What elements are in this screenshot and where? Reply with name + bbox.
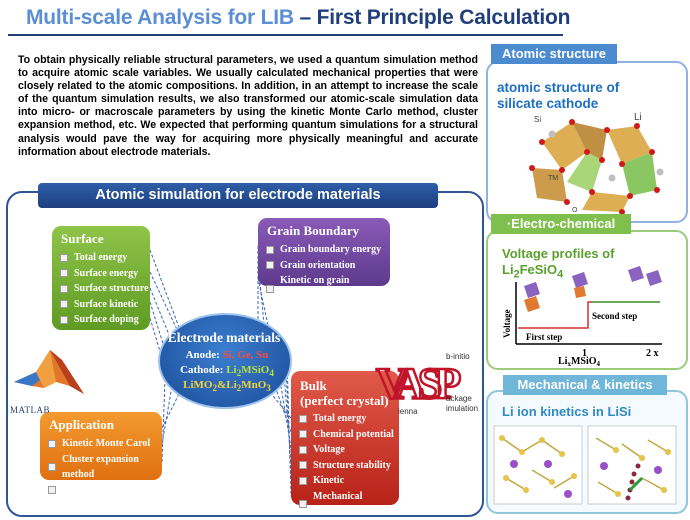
svg-text:Second step: Second step bbox=[592, 311, 637, 321]
bullet-icon bbox=[299, 414, 307, 423]
bulk-item: Chemical potential bbox=[299, 427, 399, 443]
matlab-logo-icon bbox=[14, 350, 84, 394]
cathode-line: Cathode: Li2MSiO4 bbox=[180, 364, 274, 379]
application-item: Transition state theory bbox=[48, 483, 162, 499]
svg-text:First step: First step bbox=[526, 332, 562, 342]
bulk-item: Structure stability bbox=[299, 458, 399, 474]
surface-item: Surface structure bbox=[60, 281, 150, 297]
surface-item: Surface energy bbox=[60, 266, 150, 282]
bullet-icon bbox=[266, 284, 274, 293]
svg-text:LixMSiO4: LixMSiO4 bbox=[558, 356, 601, 366]
vasp-tag-vienna: ienna bbox=[398, 407, 418, 416]
bulk-item: Kinetic bbox=[299, 473, 399, 489]
bulk-item: Total energy bbox=[299, 411, 399, 427]
bullet-icon bbox=[299, 461, 307, 470]
bullet-icon bbox=[60, 284, 68, 293]
title-part1: Multi-scale Analysis for LIB bbox=[26, 6, 294, 29]
svg-text:TM: TM bbox=[548, 175, 558, 182]
svg-text:Voltage: Voltage bbox=[502, 309, 512, 338]
svg-text:O: O bbox=[572, 207, 578, 214]
lisi-kinetics-image bbox=[493, 425, 677, 505]
surface-item: Surface kinetic bbox=[60, 297, 150, 313]
surface-box: Surface Total energy Surface energy Surf… bbox=[52, 226, 150, 330]
page-title: Multi-scale Analysis for LIB – First Pri… bbox=[26, 6, 570, 30]
voltage-profile-plot: Voltage First step Second step 1 2 x Lix… bbox=[502, 266, 662, 366]
electro-chemical-header: ·Electro-chemical bbox=[491, 214, 631, 234]
grain-item: Grain orientation bbox=[266, 258, 390, 274]
vasp-logo-icon: VASP bbox=[375, 358, 468, 408]
limo-line: LiMO2&Li2MnO3 bbox=[183, 379, 271, 394]
mechanical-kinetics-subtitle: Li ion kinetics in LiSi bbox=[502, 404, 632, 419]
bulk-box: Bulk(perfect crystal) Total energy Chemi… bbox=[291, 371, 399, 517]
bullet-icon bbox=[266, 261, 274, 270]
grain-boundary-box: Grain Boundary Grain boundary energy Gra… bbox=[258, 218, 390, 302]
bullet-icon bbox=[299, 500, 307, 508]
svg-text:1: 1 bbox=[582, 348, 587, 359]
anode-line: Anode: Si, Ge, Sn bbox=[185, 349, 269, 361]
bulk-item: Voltage bbox=[299, 442, 399, 458]
bullet-icon bbox=[60, 300, 68, 309]
bullet-icon bbox=[60, 269, 68, 278]
bullet-icon bbox=[299, 430, 307, 439]
bullet-icon bbox=[60, 315, 68, 324]
bulk-title: Bulk(perfect crystal) bbox=[300, 378, 389, 408]
surface-item: Surface doping bbox=[60, 312, 150, 328]
bullet-icon bbox=[48, 439, 56, 448]
bullet-icon bbox=[266, 245, 274, 254]
bullet-icon bbox=[48, 463, 56, 471]
bulk-item: Mechanical modulus bbox=[299, 489, 399, 520]
grain-title: Grain Boundary bbox=[267, 223, 360, 238]
vasp-tag-package: ackage bbox=[446, 394, 472, 403]
electrode-materials-title: Electrode materials bbox=[167, 330, 281, 345]
svg-text:Si: Si bbox=[534, 115, 541, 124]
svg-text:Li: Li bbox=[634, 112, 642, 123]
mechanical-kinetics-header: Mechanical & kinetics bbox=[503, 375, 667, 395]
bullet-icon bbox=[299, 445, 307, 454]
vasp-tag-simulation: imulation bbox=[446, 404, 479, 413]
atomic-structure-header: Atomic structure bbox=[491, 44, 617, 64]
grain-item: Kinetic on grain boundary bbox=[266, 273, 390, 304]
bullet-icon bbox=[60, 253, 68, 262]
atomic-simulation-header: Atomic simulation for electrode material… bbox=[38, 183, 438, 208]
title-part2: – First Principle Calculation bbox=[293, 6, 571, 29]
bullet-icon bbox=[299, 476, 307, 485]
grain-item: Grain boundary energy bbox=[266, 242, 390, 258]
matlab-label: MATLAB bbox=[10, 405, 51, 415]
surface-title: Surface bbox=[61, 231, 104, 246]
electrode-materials-ellipse bbox=[158, 313, 292, 409]
svg-text:2 x: 2 x bbox=[646, 348, 659, 359]
vasp-tag-abinitio: b-initio bbox=[446, 352, 470, 361]
application-item: Cluster expansion method bbox=[48, 452, 162, 483]
application-item: Kinetic Monte Carol bbox=[48, 436, 162, 452]
application-box: Application Kinetic Monte Carol Cluster … bbox=[40, 412, 162, 496]
intro-paragraph: To obtain physically reliable structural… bbox=[18, 54, 478, 158]
bullet-icon bbox=[48, 486, 56, 495]
silicate-crystal-image: Si Li TM O bbox=[529, 112, 664, 215]
electro-chemical-panel bbox=[486, 230, 688, 370]
title-underline bbox=[8, 34, 563, 36]
vasp-logo-text: VASP bbox=[376, 359, 460, 408]
surface-item: Total energy bbox=[60, 250, 150, 266]
application-title: Application bbox=[49, 417, 115, 432]
